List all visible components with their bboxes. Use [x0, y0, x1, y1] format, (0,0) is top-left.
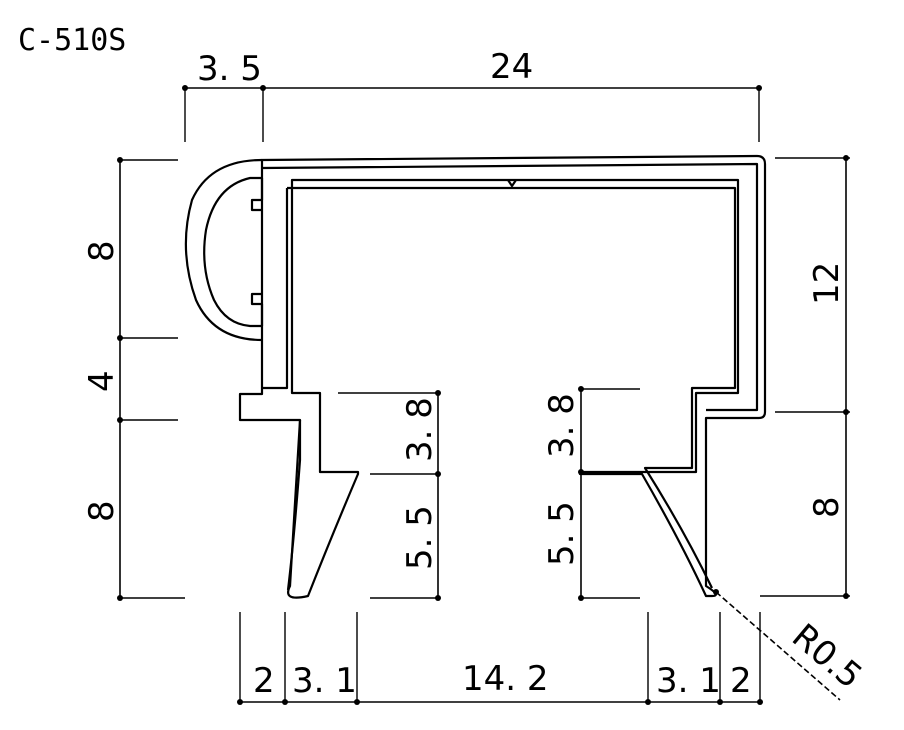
top-notch	[507, 179, 517, 188]
dim-left-slot-lower: 5. 5	[400, 505, 440, 570]
bumper-clip-bottom	[250, 292, 264, 326]
dim-bottom-gap: 14. 2	[462, 659, 549, 699]
dim-total-width: 24	[490, 47, 533, 87]
profile-inner-contour	[287, 186, 737, 589]
dim-left-mid-height: 4	[82, 370, 122, 392]
bumper-inner	[203, 176, 262, 328]
dim-right-upper-height: 12	[807, 262, 847, 305]
extrusion-profile	[184, 154, 767, 599]
profile-outer-contour	[238, 154, 767, 599]
dim-left-lower-height: 8	[82, 500, 122, 522]
dimension-labels: 3. 5 24 8 4 8 12 8 3. 8 5. 5 3. 8 5. 5 2…	[82, 47, 869, 701]
profile-top-inner-line	[261, 162, 759, 412]
dim-left-upper-height: 8	[82, 240, 122, 262]
dim-left-slot-upper: 3. 8	[400, 397, 440, 462]
dim-bottom-left-leg: 3. 1	[292, 661, 357, 701]
profile-left-inner-line	[262, 188, 289, 390]
dim-corner-radius: R0.5	[784, 616, 869, 697]
dim-bottom-right-edge: 2	[730, 661, 752, 701]
dim-right-slot-lower: 5. 5	[542, 501, 582, 566]
dim-bottom-right-leg: 3. 1	[656, 661, 721, 701]
left-leg-inner-line	[286, 420, 302, 591]
dim-right-slot-upper: 3. 8	[542, 393, 582, 458]
dim-bottom-left-edge: 2	[253, 661, 275, 701]
bumper-outer	[184, 158, 263, 342]
dimension-lines	[117, 85, 850, 705]
dim-top-lip-width: 3. 5	[197, 49, 262, 89]
bumper-clip-top	[250, 178, 264, 212]
part-code: C-510S	[18, 23, 126, 58]
dim-right-lower-height: 8	[807, 496, 847, 518]
